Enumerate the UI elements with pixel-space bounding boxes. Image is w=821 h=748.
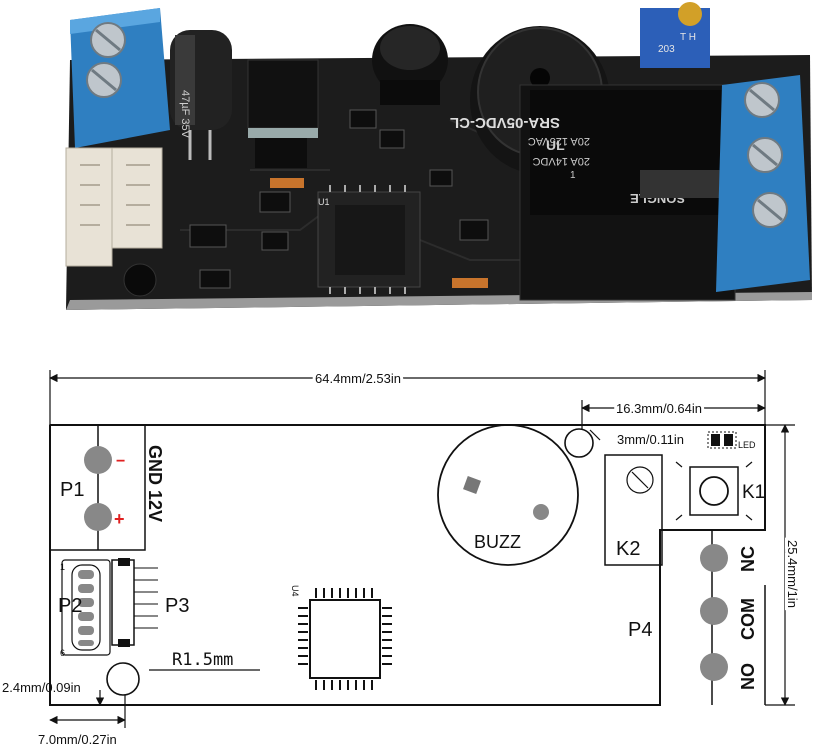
label-p2: P2 (58, 595, 82, 617)
relay-rating-2: 20A 14VDC (532, 155, 590, 167)
capacitor-47uf: 47µF 35V (170, 30, 232, 160)
dimension-drawing: 64.4mm/2.53in 16.3mm/0.64in 3mm/0.11in 2… (2, 368, 803, 747)
inductor (372, 24, 448, 105)
jst-connectors (65, 147, 163, 267)
p3-outline (111, 559, 135, 646)
label-led: LED (738, 440, 756, 450)
label-p2-pin-bottom: 6 (60, 648, 65, 658)
relay-rating-1: 20A 125VAC (528, 135, 590, 147)
relay-pin-mark: 1 (570, 170, 576, 181)
ul-mark: UL (546, 137, 565, 153)
regulator (247, 59, 319, 129)
dim-overall-height-label: 25.4mm/1in (785, 540, 800, 608)
label-u4: U4 (290, 585, 300, 597)
dim-hole-left-label: 7.0mm/0.27in (38, 732, 117, 747)
dim-hole-offset-label: 2.4mm/0.09in (2, 680, 81, 695)
dim-hole-small-label: 3mm/0.11in (617, 432, 684, 447)
u4-pins (298, 588, 392, 690)
pot-marks: T H (680, 32, 696, 43)
terminal-p4 (716, 75, 810, 292)
pot-code: 203 (658, 44, 675, 55)
label-p1-minus: − (116, 453, 125, 470)
k2-outline (604, 454, 663, 566)
board-photo: 47µF 35V 203 T H SRA-05VDC-CL 20A 125VAC… (65, 2, 812, 310)
label-p3: P3 (165, 595, 189, 617)
label-k1: K1 (742, 482, 765, 503)
label-p1: P1 (60, 479, 84, 501)
u4-outline (309, 599, 381, 679)
label-p1-pins: GND 12V (145, 445, 165, 522)
label-p4: P4 (628, 619, 652, 641)
hole-small (564, 428, 594, 458)
pads (78, 431, 737, 681)
relay-model: SRA-05VDC-CL (450, 114, 560, 131)
label-r15: R1.5mm (172, 650, 233, 670)
label-p2-pin-top: 1 (60, 562, 65, 572)
terminal-p1 (70, 8, 170, 148)
dim-overall-width-label: 64.4mm/2.53in (315, 371, 401, 386)
relay-photo: SRA-05VDC-CL 20A 125VAC 20A 14VDC UL 1 S… (450, 84, 736, 301)
label-no: NO (738, 663, 758, 690)
label-buzz: BUZZ (474, 532, 521, 552)
mcu-chip-photo: U1 (317, 185, 421, 294)
smd-parts (189, 109, 489, 289)
label-com: COM (738, 598, 758, 640)
potentiometer: 203 T H (640, 2, 710, 68)
label-nc: NC (738, 546, 758, 572)
label-p1-plus: + (114, 509, 125, 529)
p2-outline (61, 559, 111, 656)
dim-right-block-label: 16.3mm/0.64in (616, 401, 702, 416)
buzzer-outline (437, 424, 579, 566)
capacitor-text: 47µF 35V (179, 90, 191, 139)
ic-label: U1 (318, 197, 330, 207)
k1-outline (689, 466, 739, 516)
mount-hole (106, 662, 140, 696)
label-k2: K2 (616, 538, 640, 560)
